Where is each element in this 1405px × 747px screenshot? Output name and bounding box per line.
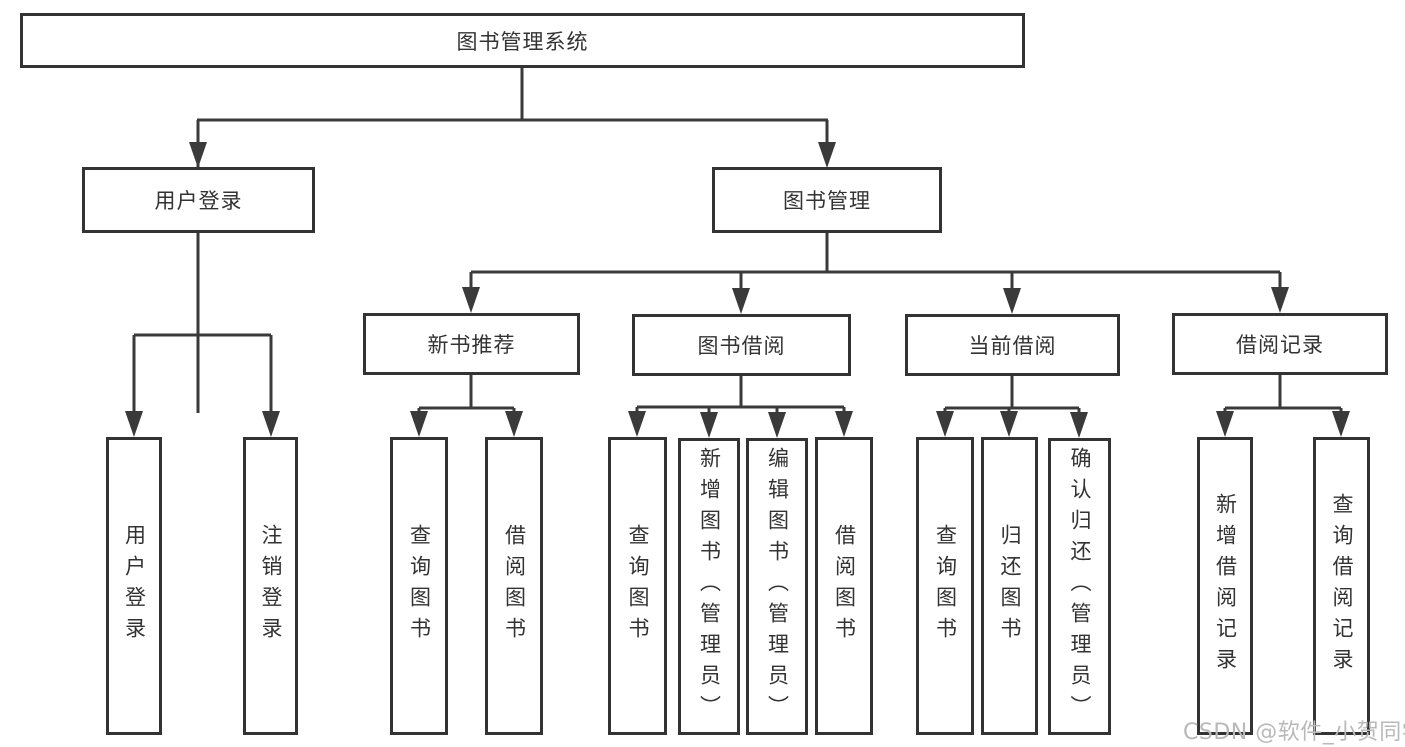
arrowhead: [125, 411, 143, 437]
leaf-edit-book-admin: 编辑图书（管理员）: [746, 438, 808, 735]
arrowhead: [505, 411, 523, 437]
node-label: 新增图书（管理员）: [697, 447, 722, 726]
arrowhead: [1000, 411, 1018, 437]
node-label: 确认归还（管理员）: [1068, 447, 1092, 726]
node-library-system: 图书管理系统: [20, 13, 1025, 68]
node-new-book-recommend: 新书推荐: [363, 313, 580, 375]
leaf-user-login: 用户登录: [106, 437, 162, 735]
node-label: 借阅记录: [1236, 333, 1324, 357]
csdn-watermark: CSDN @软件_小贺同学: [1183, 720, 1405, 745]
node-label: 用户登录: [154, 189, 243, 213]
node-book-management: 图书管理: [712, 167, 942, 233]
leaf-borrow-books-borrowing: 借阅图书: [815, 437, 873, 735]
leaf-query-books-borrowing: 查询图书: [608, 437, 667, 735]
node-label: 当前借阅: [968, 334, 1057, 358]
node-label: 借阅图书: [832, 524, 857, 648]
arrowhead: [410, 411, 428, 437]
node-label: 查询图书: [407, 524, 432, 648]
arrowhead: [818, 142, 836, 168]
node-label: 查询图书: [626, 524, 650, 648]
arrowhead: [936, 411, 954, 437]
node-label: 新增借阅记录: [1213, 493, 1238, 679]
leaf-query-books-current: 查询图书: [916, 437, 974, 735]
arrowhead: [189, 142, 207, 168]
node-label: 归还图书: [998, 524, 1022, 648]
leaf-query-books-recommend: 查询图书: [390, 437, 448, 735]
leaf-query-borrow-record: 查询借阅记录: [1313, 437, 1370, 735]
arrowhead: [768, 412, 786, 438]
arrowhead: [1070, 412, 1088, 438]
arrowhead: [628, 411, 646, 437]
arrowhead: [1216, 411, 1234, 437]
node-label: 查询图书: [933, 524, 958, 648]
node-book-borrowing: 图书借阅: [632, 314, 851, 376]
node-user-login: 用户登录: [82, 167, 315, 233]
arrowhead: [1271, 287, 1289, 313]
leaf-return-books: 归还图书: [981, 437, 1038, 735]
node-label: 注销登录: [259, 524, 283, 648]
arrowhead: [700, 412, 718, 438]
arrowhead: [262, 411, 280, 437]
leaf-borrow-books-recommend: 借阅图书: [485, 437, 543, 735]
node-label: 图书借阅: [697, 334, 786, 358]
node-label: 图书管理系统: [456, 29, 589, 54]
leaf-add-borrow-record: 新增借阅记录: [1197, 437, 1253, 735]
leaf-confirm-return-admin: 确认归还（管理员）: [1048, 438, 1111, 735]
node-label: 借阅图书: [502, 524, 527, 648]
node-label: 查询借阅记录: [1330, 493, 1354, 679]
node-borrowing-records: 借阅记录: [1172, 313, 1388, 375]
node-label: 编辑图书（管理员）: [765, 447, 790, 726]
arrowhead: [835, 411, 853, 437]
node-label: 用户登录: [122, 524, 147, 648]
node-current-borrowing: 当前借阅: [905, 314, 1120, 376]
arrowhead: [732, 288, 750, 314]
leaf-add-book-admin: 新增图书（管理员）: [678, 438, 740, 735]
arrowhead: [462, 287, 480, 313]
leaf-logout: 注销登录: [243, 437, 298, 735]
arrowhead: [1003, 288, 1021, 314]
arrowhead: [1332, 411, 1350, 437]
node-label: 新书推荐: [427, 333, 516, 357]
node-label: 图书管理: [783, 189, 871, 213]
